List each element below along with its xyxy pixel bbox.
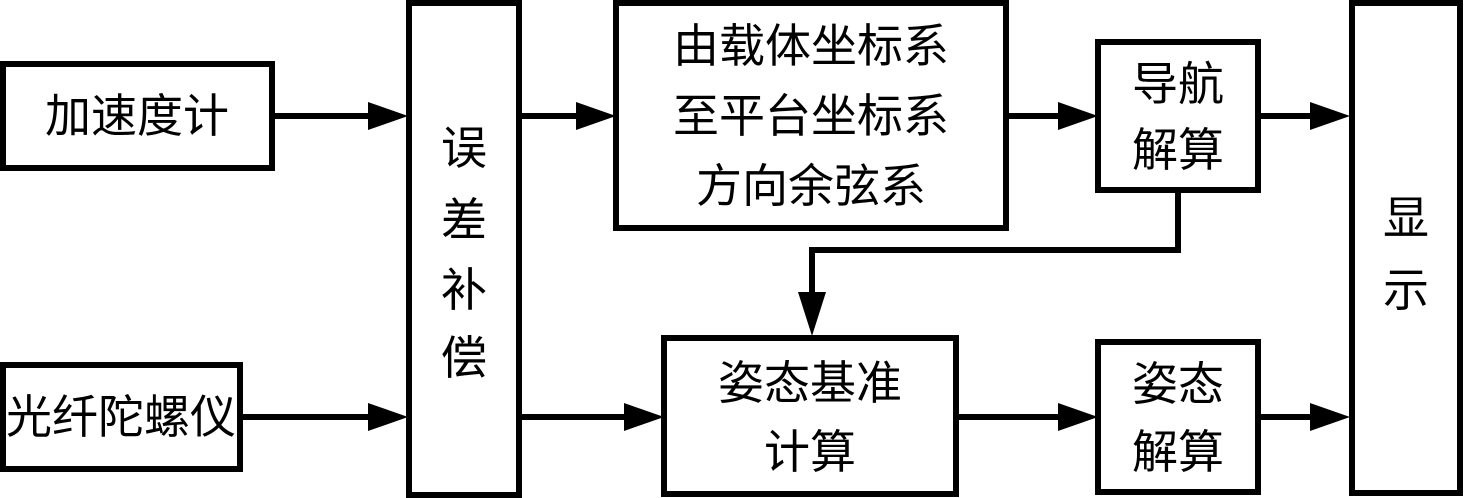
node-navigation-solve: 导航 解算 xyxy=(1095,39,1261,193)
attitude-ref-line-2: 计算 xyxy=(764,425,856,479)
dcm-line-3: 方向余弦系 xyxy=(696,159,926,213)
dcm-line-2: 至平台坐标系 xyxy=(673,89,949,143)
nav-solve-line-1: 导航 xyxy=(1132,57,1224,111)
arrowhead-display-top xyxy=(1310,102,1350,130)
error-comp-char-2: 差 xyxy=(441,193,487,247)
arrowhead-attitude-solve xyxy=(1058,403,1098,431)
nav-solve-line-2: 解算 xyxy=(1132,123,1224,177)
attitude-solve-line-1: 姿态 xyxy=(1132,357,1224,411)
arrowhead-gyro xyxy=(368,403,408,431)
node-accelerometer: 加速度计 xyxy=(0,61,275,171)
attitude-solve-line-2: 解算 xyxy=(1132,425,1224,479)
arrowhead-nav xyxy=(1058,102,1098,130)
arrowhead-accelerometer xyxy=(368,102,408,130)
node-display: 显 示 xyxy=(1349,0,1463,496)
dcm-line-1: 由载体坐标系 xyxy=(673,19,949,73)
node-attitude-reference: 姿态基准 计算 xyxy=(661,335,959,497)
accelerometer-label: 加速度计 xyxy=(45,89,229,143)
connectors xyxy=(240,102,1350,431)
node-attitude-solve: 姿态 解算 xyxy=(1095,339,1261,495)
display-char-2: 示 xyxy=(1383,263,1429,317)
node-error-compensation: 误 差 补 偿 xyxy=(406,0,522,498)
node-direction-cosine-matrix: 由载体坐标系 至平台坐标系 方向余弦系 xyxy=(613,0,1009,231)
edge-nav-to-attitude-ref xyxy=(809,190,1181,300)
node-fiber-gyro: 光纤陀螺仪 xyxy=(0,362,243,472)
arrowhead-display-bottom xyxy=(1310,403,1350,431)
error-comp-char-1: 误 xyxy=(441,121,487,175)
arrowhead-attitude-ref-top xyxy=(798,292,826,336)
error-comp-char-3: 补 xyxy=(441,263,487,317)
error-comp-char-4: 偿 xyxy=(441,331,487,385)
display-char-1: 显 xyxy=(1383,191,1429,245)
arrowhead-dcm xyxy=(576,102,616,130)
arrowhead-attitude-ref xyxy=(624,403,664,431)
attitude-ref-line-1: 姿态基准 xyxy=(718,356,902,410)
fiber-gyro-label: 光纤陀螺仪 xyxy=(6,390,236,444)
